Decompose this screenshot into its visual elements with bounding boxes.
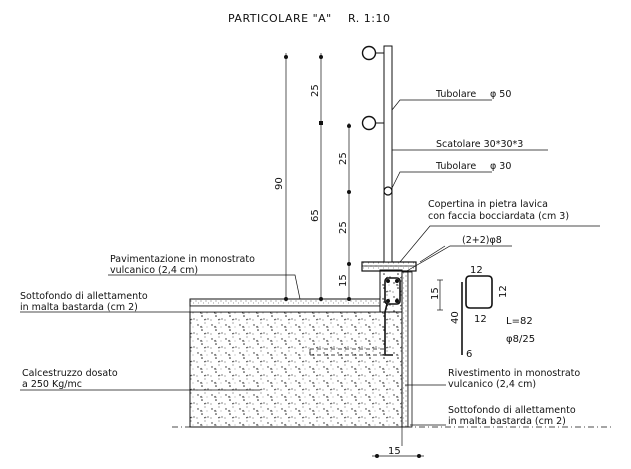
rebar-stirrup [384,277,401,305]
drawing-title: PARTICOLARE "A" [228,12,332,25]
label-tubolare-50: Tubolare [435,89,476,100]
tube-50-mid [361,115,377,131]
dim-tick [319,297,323,301]
dim-25-top-label: 25 [310,84,321,97]
rebar-bar [386,299,390,303]
rebar-bar [386,279,390,283]
dim-tick [347,297,351,301]
leader-copertina [399,225,600,263]
dim-tick [284,297,288,301]
leader-pavimentazione [108,274,301,300]
label-rivestimento-2: vulcanico (2,4 cm) [448,379,536,390]
wall-cladding [401,271,409,428]
leader-rebar [404,245,512,273]
stirrup-leg-label: 40 [450,311,461,324]
label-tubolare-30-size: φ 30 [490,161,511,172]
railing-post [383,45,393,263]
dim-90-label: 90 [274,177,285,190]
rebar-bar [395,279,399,283]
coping-stone [361,261,417,272]
label-rivestimento-1: Rivestimento in monostrato [448,368,580,379]
dim-15-label: 15 [338,274,349,287]
label-pavimentazione-1: Pavimentazione in monostrato [110,254,255,265]
dim-tick [319,55,323,59]
stirrup-top-label: 12 [470,265,483,276]
leader-tubolare-50 [391,99,492,111]
label-scatolare: Scatolare 30*30*3 [436,139,523,150]
wall-screed [407,271,413,428]
label-sottofondo-right-2: in malta bastarda (cm 2) [448,416,566,427]
stirrup-right-label: 12 [498,285,509,298]
wall-upstand [379,269,403,313]
tube-30 [383,186,393,196]
rebar-bar [395,299,399,303]
label-sottofondo-left-2: in malta bastarda (cm 2) [20,302,138,313]
dim-tick [319,121,323,125]
floor-screed [189,305,381,313]
tube-50-top [361,45,377,61]
bottom-dim-label: 15 [388,446,401,457]
label-sottofondo-right-1: Sottofondo di allettamento [448,405,576,416]
label-calcestruzzo-2: a 250 Kg/mc [22,379,82,390]
label-pavimentazione-2: vulcanico (2,4 cm) [110,265,198,276]
dim-tick [284,55,288,59]
dim-65-label: 65 [310,209,321,222]
concrete-body [189,311,403,428]
dim-tick [417,454,421,458]
rebar-leg [384,303,393,356]
stirrup-inner-label: 12 [474,314,487,325]
dim-25-low-label: 25 [338,221,349,234]
stirrup-hook-label: 6 [466,349,472,360]
stirrup-length-label: L=82 [506,316,533,327]
label-tubolare-50-size: φ 50 [490,89,511,100]
label-rebar: (2+2)φ8 [462,235,502,246]
dim-25-mid-label: 25 [338,152,349,165]
label-tubolare-30: Tubolare [435,161,476,172]
label-copertina-2: con faccia bocciardata (cm 3) [428,211,569,222]
stirrup-detail-shape [465,275,493,309]
label-calcestruzzo-1: Calcestruzzo dosato [22,368,118,379]
leader-rebar-2 [419,245,446,263]
stirrup-spec-label: φ8/25 [506,334,535,345]
dim-tick [347,262,351,266]
rebar-anchor [310,348,385,356]
dim-tick [347,124,351,128]
stirrup-height-label: 15 [430,287,441,300]
drawing-scale: R. 1:10 [348,12,390,25]
label-sottofondo-left-1: Sottofondo di allettamento [20,291,148,302]
leader-tubolare-30 [391,171,492,189]
label-copertina-1: Copertina in pietra lavica [428,199,548,210]
dim-tick [347,190,351,194]
dim-tick [375,454,379,458]
